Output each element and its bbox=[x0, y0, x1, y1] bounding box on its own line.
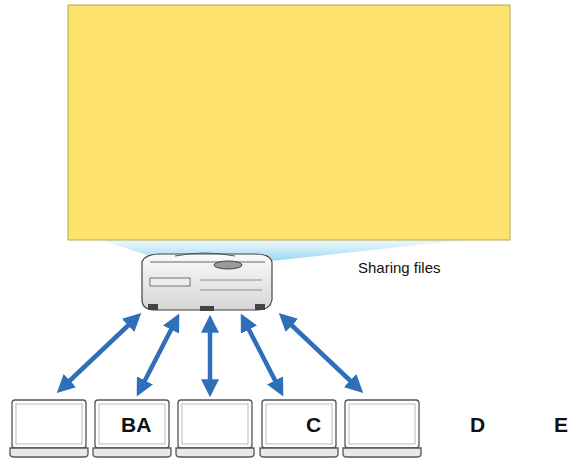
laptop-display bbox=[16, 404, 82, 444]
laptop-display bbox=[182, 404, 248, 444]
laptop-base bbox=[10, 448, 88, 457]
projector bbox=[142, 253, 272, 311]
laptop-screen bbox=[12, 400, 86, 448]
laptop-base bbox=[260, 448, 338, 457]
letter-label: C bbox=[306, 414, 321, 435]
laptop-display bbox=[266, 404, 332, 444]
letter-label: E bbox=[554, 414, 568, 435]
laptop-base bbox=[343, 448, 421, 457]
laptop-screen bbox=[178, 400, 252, 448]
laptop-screen bbox=[262, 400, 336, 448]
laptop-display bbox=[349, 404, 415, 444]
sharing-arrows bbox=[62, 318, 358, 390]
laptop-display bbox=[99, 404, 165, 444]
laptop-screen bbox=[345, 400, 419, 448]
letter-label: BA bbox=[121, 414, 151, 435]
caption-label: Sharing files bbox=[358, 260, 441, 275]
laptop-base bbox=[93, 448, 171, 457]
projection-screen bbox=[68, 5, 510, 240]
letter-label: D bbox=[470, 414, 485, 435]
laptops bbox=[10, 400, 421, 457]
laptop-base bbox=[176, 448, 254, 457]
laptop-screen bbox=[95, 400, 169, 448]
